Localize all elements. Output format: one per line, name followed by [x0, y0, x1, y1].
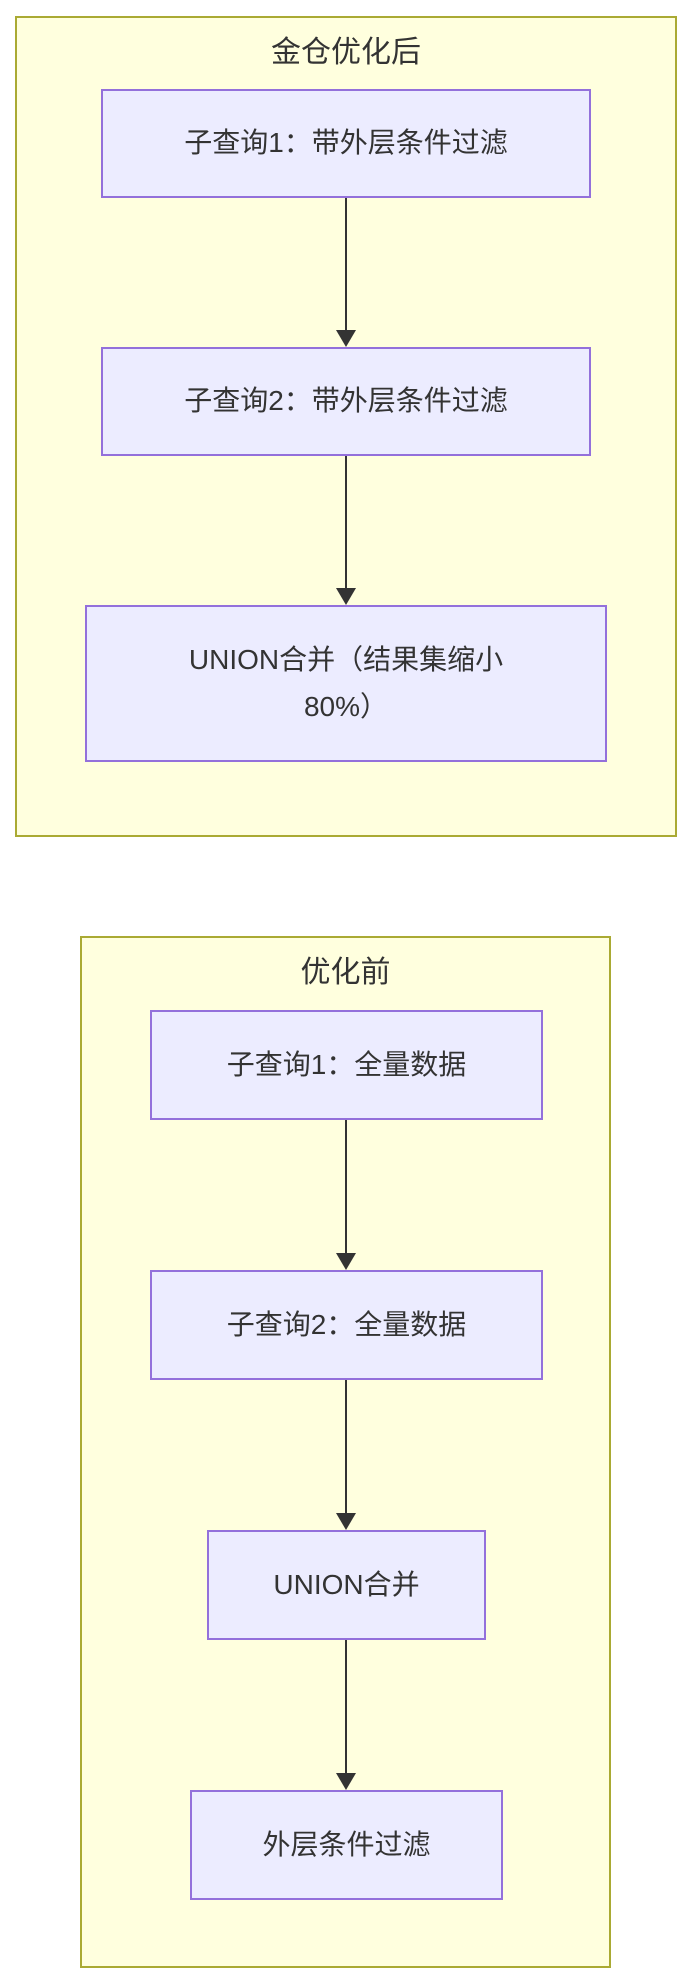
- arrow-connector: [336, 1380, 356, 1530]
- node-label: UNION合并: [273, 1568, 420, 1600]
- node-label: 子查询1：全量数据: [226, 1048, 467, 1080]
- arrow-line: [345, 1120, 347, 1253]
- arrow-connector: [336, 1640, 356, 1790]
- node-label-line2: 80%）: [303, 690, 389, 722]
- arrow-line: [345, 1380, 347, 1513]
- flow-node-union-merge: UNION合并: [207, 1530, 486, 1640]
- subgraph-title: 金仓优化后: [271, 36, 421, 69]
- flow-node-subquery1-fulldata: 子查询1：全量数据: [150, 1010, 543, 1120]
- node-label: 外层条件过滤: [262, 1828, 431, 1860]
- arrow-down-icon: [336, 1253, 356, 1270]
- arrow-down-icon: [336, 1773, 356, 1790]
- subgraph-title: 优化前: [300, 956, 391, 989]
- flow-node-outer-condition-filter: 外层条件过滤: [190, 1790, 503, 1900]
- node-label: 子查询2：全量数据: [226, 1308, 467, 1340]
- node-label: 子查询1：带外层条件过滤: [184, 127, 508, 159]
- arrow-connector: [336, 198, 356, 347]
- node-label-line1: UNION合并（结果集缩小: [188, 644, 504, 676]
- flow-node-union-merge-reduced: UNION合并（结果集缩小 80%）: [85, 605, 607, 762]
- arrow-connector: [336, 456, 356, 605]
- arrow-down-icon: [336, 1513, 356, 1530]
- arrow-connector: [336, 1120, 356, 1270]
- arrow-down-icon: [336, 588, 356, 605]
- arrow-line: [345, 198, 347, 330]
- flow-node-subquery2-filtered: 子查询2：带外层条件过滤: [101, 347, 591, 456]
- arrow-down-icon: [336, 330, 356, 347]
- flow-node-subquery1-filtered: 子查询1：带外层条件过滤: [101, 89, 591, 198]
- flow-node-subquery2-fulldata: 子查询2：全量数据: [150, 1270, 543, 1380]
- arrow-line: [345, 1640, 347, 1773]
- node-label: 子查询2：带外层条件过滤: [184, 385, 508, 417]
- arrow-line: [345, 456, 347, 588]
